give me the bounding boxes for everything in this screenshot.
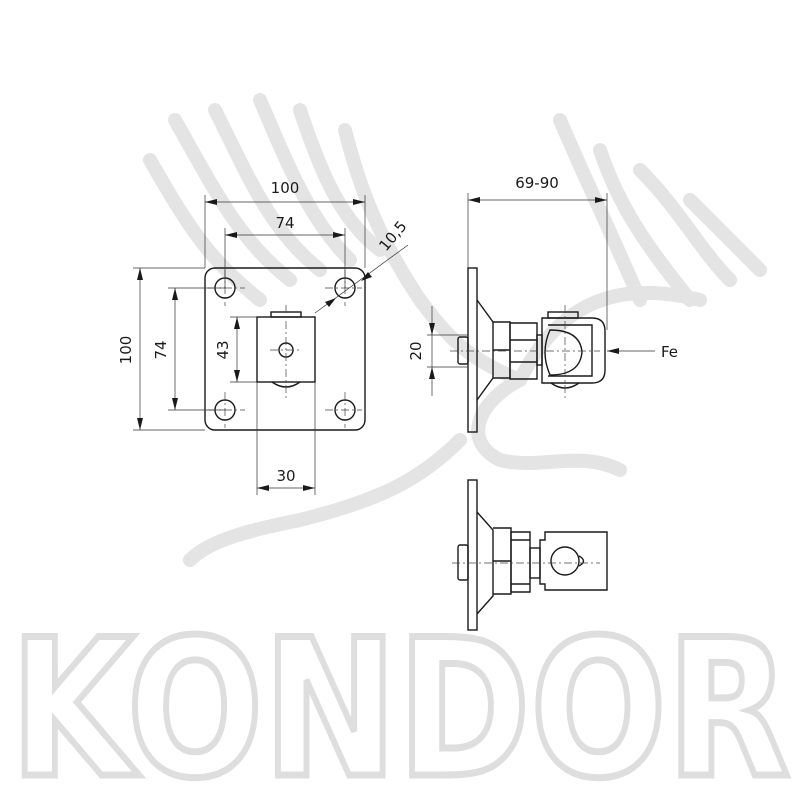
mounting-plate: [204, 267, 366, 431]
kondor-watermark-text: KONDOR: [7, 596, 794, 800]
svg-text:KONDOR: KONDOR: [10, 599, 790, 800]
svg-text:69-90: 69-90: [515, 174, 559, 192]
bolt-end: [457, 336, 469, 365]
svg-text:43: 43: [214, 340, 232, 359]
side-view: 69-90 20 Fe: [407, 174, 678, 433]
bottom-view: [452, 479, 608, 631]
svg-text:20: 20: [407, 341, 425, 360]
svg-text:74: 74: [152, 340, 170, 359]
svg-text:100: 100: [271, 179, 300, 197]
svg-text:100: 100: [117, 336, 135, 365]
ball: [544, 329, 583, 376]
svg-text:74: 74: [275, 214, 294, 232]
front-view: 100 74 100 74 43 30 10,5: [117, 179, 411, 495]
eagle-watermark: [143, 93, 767, 567]
svg-text:30: 30: [276, 467, 295, 485]
fork: [541, 317, 606, 384]
svg-text:Fe: Fe: [661, 343, 678, 361]
